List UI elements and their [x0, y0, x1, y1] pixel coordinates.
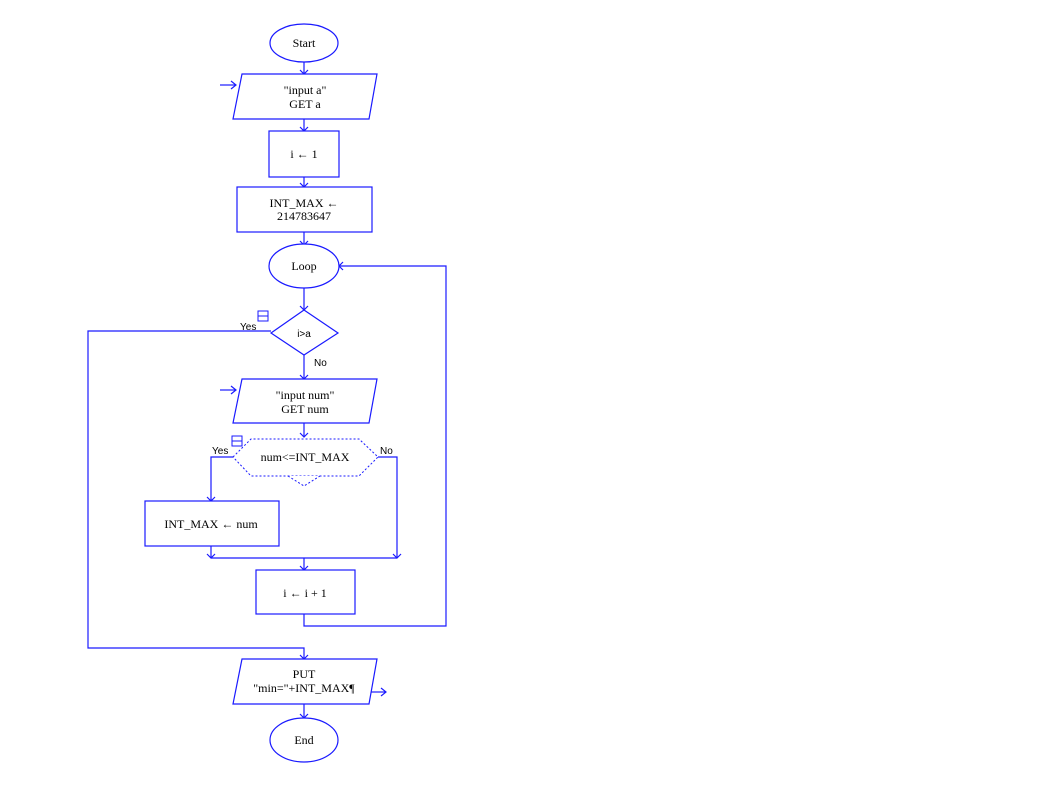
increment-i-node[interactable]: i ← i + 1 [255, 569, 356, 615]
assign-int-max-num-label: INT_MAX ← num [164, 517, 258, 531]
start-label: Start [293, 36, 316, 50]
input-a-node[interactable]: "input a" GET a [232, 73, 378, 120]
start-terminal[interactable]: Start [269, 23, 339, 63]
no-label-num: No [380, 446, 393, 457]
decision-num-label: num<=INT_MAX [261, 450, 350, 464]
input-num-prompt: "input num" [276, 388, 335, 402]
no-label-i: No [314, 358, 327, 369]
output-put: PUT [293, 667, 316, 681]
loop-node[interactable]: Loop [268, 243, 340, 289]
assign-int-max-node[interactable]: INT_MAX ← 214783647 [236, 186, 373, 233]
input-a-prompt: "input a" [284, 83, 327, 97]
loop-label: Loop [291, 259, 316, 273]
collapse-icon[interactable] [257, 310, 269, 322]
assign-i-node[interactable]: i ← 1 [268, 130, 340, 178]
decision-i-label: i>a [297, 329, 311, 340]
input-a-get: GET a [289, 97, 321, 111]
input-num-get: GET num [281, 402, 329, 416]
yes-label-num: Yes [212, 446, 228, 457]
decision-num-le-max[interactable]: num<=INT_MAX [232, 438, 379, 487]
output-node[interactable]: PUT "min="+INT_MAX¶ [232, 658, 378, 705]
assign-int-max-line2: 214783647 [277, 209, 331, 223]
input-num-node[interactable]: "input num" GET num [232, 378, 378, 424]
assign-i-label: i ← 1 [290, 147, 317, 161]
decision-i-gt-a[interactable]: i>a [269, 309, 340, 356]
flow-lines [87, 62, 447, 718]
assign-int-max-line1: INT_MAX ← [270, 196, 339, 210]
collapse-icon[interactable] [231, 435, 243, 447]
assign-int-max-num-node[interactable]: INT_MAX ← num [144, 500, 280, 547]
increment-i-label: i ← i + 1 [283, 586, 326, 600]
end-terminal[interactable]: End [269, 717, 339, 763]
yes-label-i: Yes [240, 322, 256, 333]
end-label: End [294, 733, 313, 747]
output-expression: "min="+INT_MAX¶ [253, 681, 355, 695]
